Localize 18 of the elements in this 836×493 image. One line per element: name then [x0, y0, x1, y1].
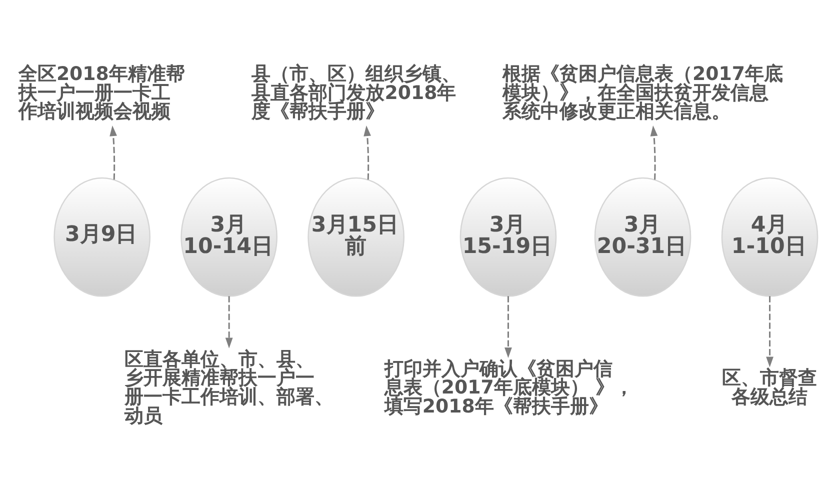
- node-ellipse: 3月15-19日: [460, 177, 557, 297]
- node-ellipse: 4月1-10日: [721, 177, 818, 297]
- node-text: 全区2018年精准帮扶一户一册一卡工作培训视频会视频: [18, 62, 185, 123]
- arrow: [766, 296, 774, 368]
- arrow: [110, 126, 117, 180]
- node-text: 区直各单位、市、县、乡开展精准帮扶一户一册一卡工作培训、部署、动员: [124, 348, 334, 427]
- node-ellipse: 3月20-31日: [594, 177, 692, 297]
- node-text: 县（市、区）组织乡镇、县直各部门发放2018年度《帮扶手册》: [252, 62, 461, 123]
- node-ellipse: 3月10-14日: [180, 177, 278, 297]
- arrow: [225, 296, 233, 348]
- arrow: [364, 126, 371, 180]
- node-text: 区、市督查各级总结: [722, 367, 817, 408]
- node-text: 打印并入户确认《贫困户信息表（2017年底模块） 》，填写2018年《帮扶手册》: [384, 358, 634, 418]
- node-text: 根据《贫困户信息表（2017年底模块）》，在全国扶贫开发信息系统中修改更正相关信息。: [502, 62, 784, 123]
- node-ellipse: 3月15日前: [308, 177, 404, 297]
- arrow: [650, 126, 658, 180]
- node-ellipse: 3月9日: [54, 177, 150, 297]
- arrow: [504, 296, 512, 358]
